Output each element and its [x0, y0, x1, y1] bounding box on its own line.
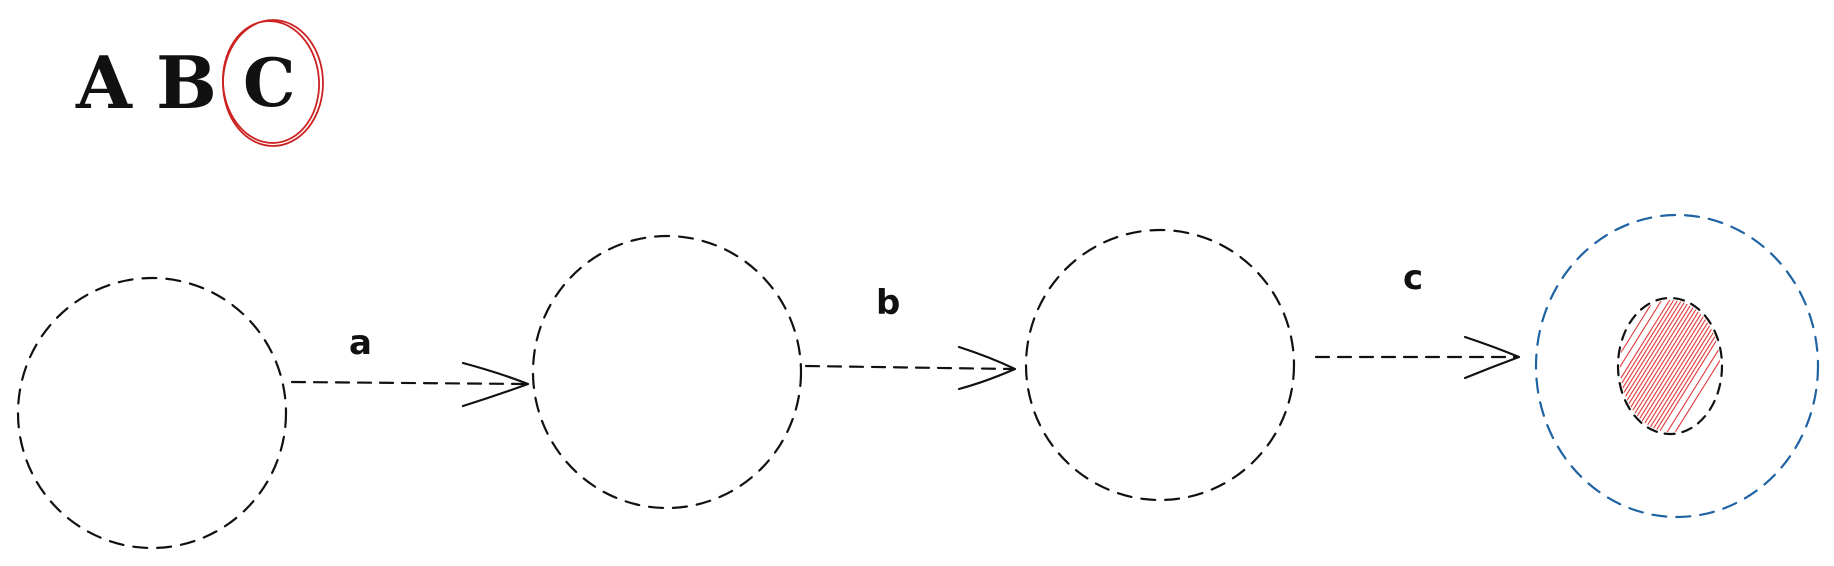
- state-circle-1: [16, 276, 288, 550]
- accepting-outer-ring: [1534, 213, 1820, 519]
- transition-a: a: [290, 323, 530, 408]
- title-letter-a: A: [75, 40, 133, 125]
- accepting-state: [1534, 213, 1820, 519]
- title-letter-c: C: [243, 44, 296, 122]
- state-circle-2: [531, 234, 803, 510]
- transition-a-head: [461, 361, 530, 408]
- transition-c-head: [1463, 335, 1521, 380]
- transition-b-head: [957, 345, 1017, 391]
- transition-a-shaft: [290, 380, 527, 386]
- accepting-inner-circle: [1616, 296, 1724, 436]
- transition-c-label: c: [1403, 258, 1423, 298]
- transition-b: b: [804, 283, 1017, 391]
- state-circle-3: [1024, 228, 1296, 502]
- accepting-hatch-fill: [1620, 300, 1720, 432]
- transition-b-shaft: [804, 364, 1014, 371]
- highlight-circle-stroke2: [222, 20, 320, 144]
- title-letters: A B C: [75, 19, 324, 147]
- title-letter-b: B: [156, 40, 217, 125]
- transition-c: c: [1314, 258, 1521, 380]
- transition-b-label: b: [876, 283, 900, 323]
- transition-a-label: a: [349, 323, 372, 363]
